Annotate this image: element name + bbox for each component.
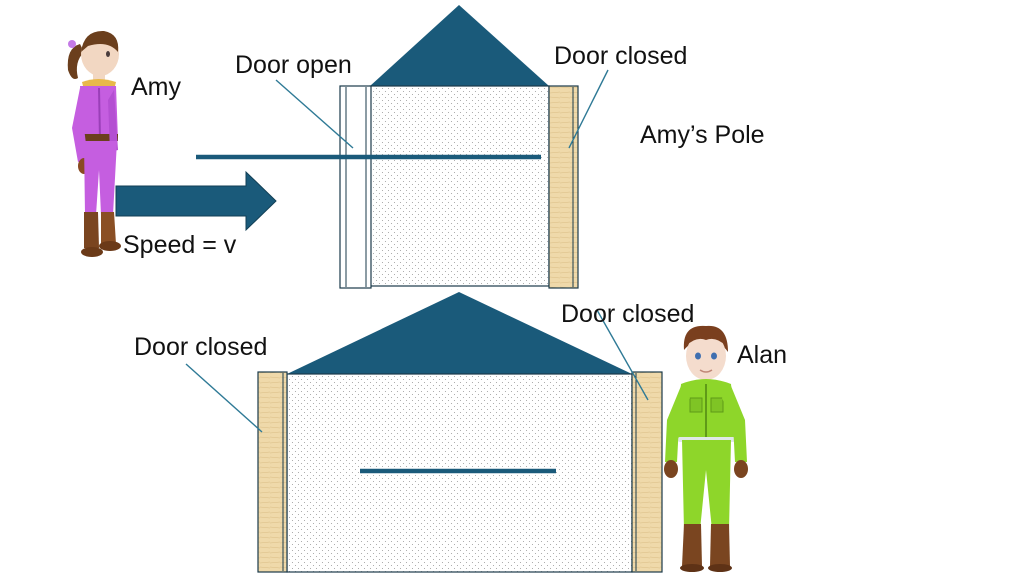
speed-arrow — [115, 170, 277, 232]
amys-pole-label: Amy’s Pole — [640, 121, 765, 149]
bottom-barn-left-door-closed — [257, 371, 288, 573]
top-barn-right-door-closed — [548, 85, 579, 289]
door-closed-bottom-right-callout-line — [596, 309, 649, 401]
door-closed-bottom-left-callout-line — [185, 363, 263, 433]
alan-label: Alan — [737, 341, 788, 369]
door-closed-bottom-left-label: Door closed — [134, 333, 268, 361]
door-closed-top-callout-line — [568, 69, 609, 149]
door-closed-top-label: Door closed — [554, 42, 688, 70]
bottom-barn-roof — [287, 292, 632, 374]
amy-figure — [67, 30, 121, 257]
top-barn-roof — [370, 5, 549, 86]
speed-label: Speed = v — [123, 231, 237, 259]
door-open-callout-line — [275, 79, 354, 149]
top-barn — [339, 5, 579, 289]
bottom-barn-right-door-closed — [631, 371, 663, 573]
bottom-barn — [257, 292, 663, 573]
top-barn-left-door-open — [339, 85, 372, 289]
top-barn-body — [369, 85, 550, 287]
amy-label: Amy — [131, 73, 181, 101]
alan-figure — [664, 325, 748, 572]
door-open-label: Door open — [235, 51, 352, 79]
door-closed-bottom-right-label: Door closed — [561, 300, 695, 328]
